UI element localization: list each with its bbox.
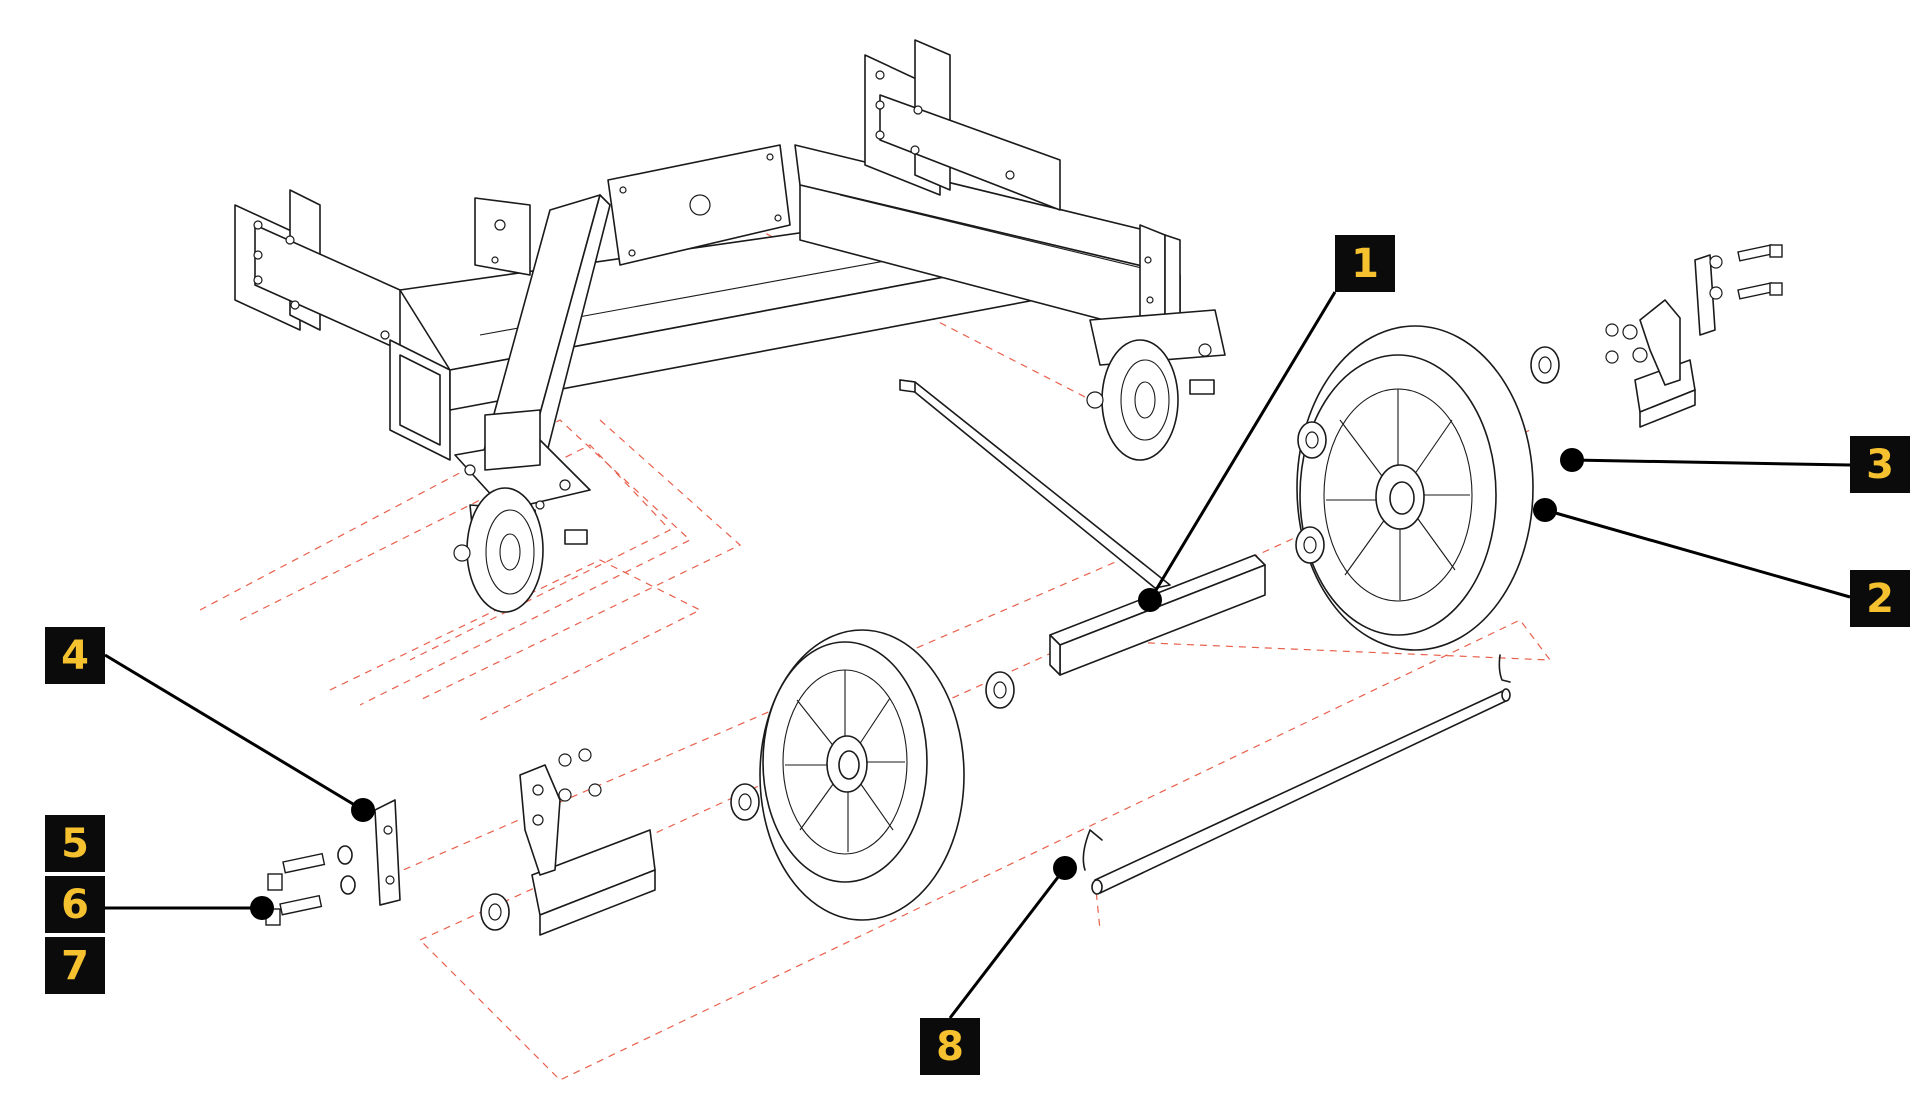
leader-end-dots <box>250 448 1584 920</box>
left-wheel-bracket <box>519 748 656 936</box>
assembly-guide-lines <box>199 209 1552 1081</box>
leader-lines <box>104 291 1851 1019</box>
left-wheel-part <box>759 629 965 921</box>
svg-text:8: 8 <box>936 1024 964 1070</box>
bolts-and-washers <box>265 845 356 926</box>
callout-3: 3 <box>1850 436 1910 493</box>
svg-text:7: 7 <box>61 943 89 989</box>
bracket-plate-part <box>374 799 401 906</box>
svg-text:1: 1 <box>1351 241 1379 287</box>
callout-6: 6 <box>45 876 105 933</box>
right-wheel-bracket <box>1605 244 1783 428</box>
axle-rod-part <box>1082 654 1511 895</box>
callout-8: 8 <box>920 1018 980 1075</box>
svg-text:6: 6 <box>61 882 89 928</box>
callout-7: 7 <box>45 937 105 994</box>
axle-tube-part <box>899 379 1266 676</box>
left-caster <box>453 487 588 613</box>
svg-text:4: 4 <box>61 633 89 679</box>
right-wheel-part <box>1296 325 1534 651</box>
callout-5: 5 <box>45 815 105 872</box>
washers <box>480 346 1560 931</box>
callout-1: 1 <box>1335 235 1395 292</box>
frame-assembly <box>234 39 1181 511</box>
callout-4: 4 <box>45 627 105 684</box>
svg-text:2: 2 <box>1866 576 1894 622</box>
callout-2: 2 <box>1850 570 1910 627</box>
svg-text:5: 5 <box>61 821 89 867</box>
right-caster <box>1086 309 1226 461</box>
svg-text:3: 3 <box>1866 442 1894 488</box>
